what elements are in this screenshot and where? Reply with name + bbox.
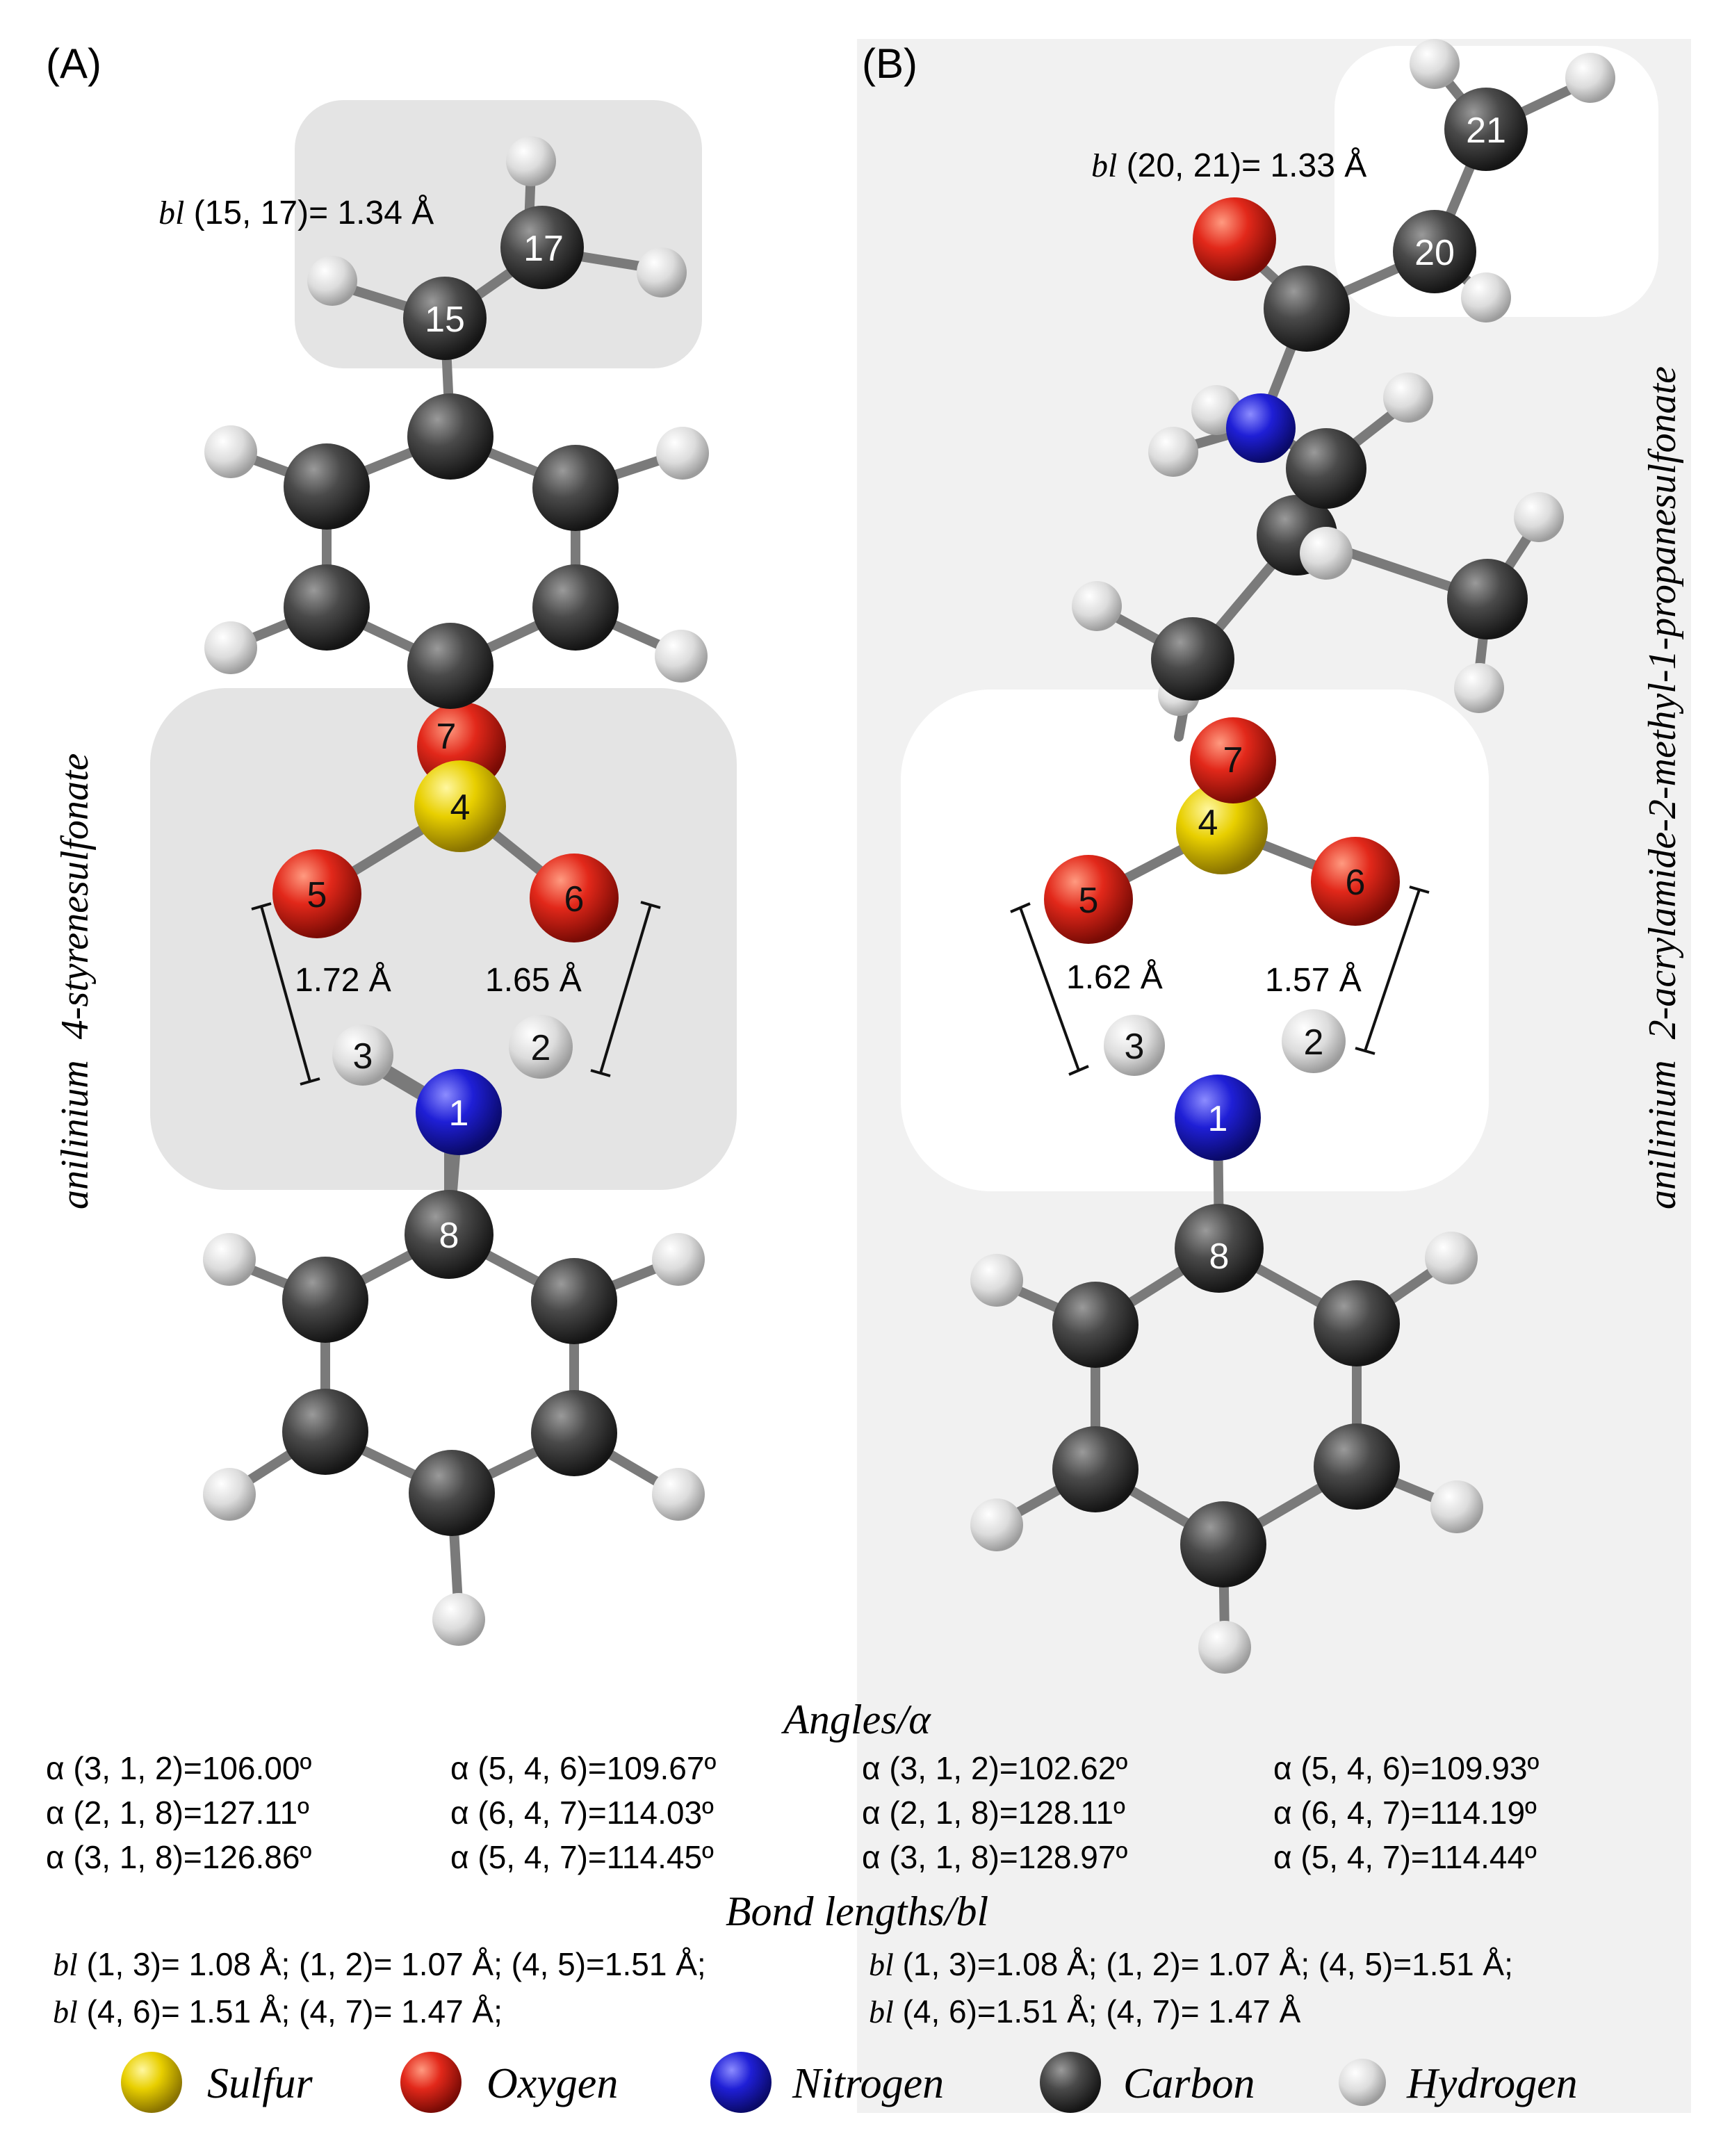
legend: Sulfur Oxygen Nitrogen Carbon Hydrogen [121, 2052, 1578, 2113]
atom-label-6-b: 6 [1346, 863, 1366, 903]
distance-label-right-b: 1.57 Å [1265, 962, 1362, 999]
legend-carbon-swatch [1040, 2052, 1101, 2113]
atom-label-5-a: 5 [307, 875, 327, 915]
angle-c3-r3: α (3, 1, 8)=128.97º [862, 1839, 1127, 1875]
carbon-8-b [1175, 1204, 1264, 1293]
oxygen-7-b [1190, 717, 1276, 803]
atom-label-7-a: 7 [436, 717, 457, 757]
distance-brackets-a [251, 901, 661, 1086]
angle-c3-r2: α (2, 1, 8)=128.11º [862, 1795, 1125, 1831]
carbon-8-a [405, 1190, 493, 1279]
angle-c2-r2: α (6, 4, 7)=114.03º [450, 1795, 714, 1831]
legend-carbon-label: Carbon [1123, 2060, 1255, 2107]
distance-label-right-a: 1.65 Å [485, 962, 582, 999]
carbon-20-b [1393, 210, 1476, 293]
legend-nitrogen-label: Nitrogen [792, 2060, 944, 2107]
angle-c3-r1: α (3, 1, 2)=102.62º [862, 1750, 1127, 1786]
angle-c4-r1: α (5, 4, 6)=109.93º [1273, 1750, 1539, 1786]
carbon-carbonyl-b [1264, 266, 1350, 352]
angle-c1-r1: α (3, 1, 2)=106.00º [46, 1750, 311, 1786]
bonds-heading: Bond lengths/bl [726, 1888, 988, 1934]
ion-pair-highlight-box-b [901, 689, 1489, 1191]
vinyl-bond-label-b: bl (20, 21)= 1.33 Å [1091, 147, 1366, 184]
legend-oxygen-label: Oxygen [487, 2060, 618, 2107]
panel-b-molecule: 20 21 7 4 5 6 3 2 1 8 1.62 Å 1.57 Å bl (… [901, 39, 1684, 1674]
atom-label-5-b: 5 [1079, 881, 1099, 921]
angle-c1-r3: α (3, 1, 8)=126.86º [46, 1839, 311, 1875]
angle-c2-r3: α (5, 4, 7)=114.45º [450, 1839, 714, 1875]
distance-brackets-b [1010, 885, 1430, 1076]
atom-label-7-b: 7 [1223, 740, 1243, 781]
sulfur-4-a [414, 760, 506, 852]
atom-label-8-a: 8 [439, 1216, 459, 1256]
oxygen-6-a [530, 854, 619, 942]
panel-a-side-title: anilinium4-styrenesulfonate [54, 753, 97, 1209]
bonds-left-line2: bl (4, 6)= 1.51 Å; (4, 7)= 1.47 Å; [53, 1993, 503, 2030]
sulfur-4-b [1176, 783, 1268, 874]
atom-label-8-b: 8 [1209, 1236, 1230, 1277]
carbon-atoms-a [282, 393, 619, 1536]
oxygen-carbonyl-b [1193, 197, 1276, 281]
carbon-methyl-1-b [1286, 428, 1366, 509]
atom-label-3-a: 3 [353, 1036, 373, 1077]
ion-pair-highlight-box-a [150, 688, 737, 1190]
carbon-15-a [403, 277, 487, 360]
carbon-para-a [407, 623, 493, 709]
atom-label-2-a: 2 [531, 1028, 551, 1068]
atom-label-17-a: 17 [523, 229, 564, 269]
panel-b-letter: (B) [862, 40, 917, 87]
distance-label-left-a: 1.72 Å [295, 962, 391, 999]
distance-label-left-b: 1.62 Å [1066, 959, 1163, 996]
hydrogen-3-b [1104, 1015, 1165, 1076]
vinyl-bond-label-a: bl (15, 17)= 1.34 Å [158, 195, 434, 231]
atom-label-1-b: 1 [1208, 1099, 1228, 1139]
oxygen-6-b [1311, 837, 1400, 926]
legend-sulfur-swatch [121, 2052, 182, 2113]
carbon-methyl-2-b [1447, 559, 1528, 639]
atom-label-1-a: 1 [449, 1093, 469, 1134]
angles-table: α (3, 1, 2)=106.00º α (2, 1, 8)=127.11º … [46, 1750, 1539, 1875]
carbon-21-b [1444, 88, 1528, 171]
angle-c2-r1: α (5, 4, 6)=109.67º [450, 1750, 716, 1786]
carbon-ring-b [1052, 1280, 1400, 1587]
panel-b-side-title: anilinium2-acrylamide-2-methyl-1-propane… [1641, 366, 1684, 1209]
atom-label-6-a: 6 [564, 879, 585, 920]
angles-heading: Angles/α [781, 1697, 931, 1742]
oxygen-5-a [272, 849, 361, 938]
bonds-right-line1: bl (1, 3)=1.08 Å; (1, 2)= 1.07 Å; (4, 5)… [869, 1946, 1513, 1982]
legend-nitrogen-swatch [710, 2052, 772, 2113]
atom-label-20-b: 20 [1414, 233, 1455, 273]
angle-c4-r2: α (6, 4, 7)=114.19º [1273, 1795, 1537, 1831]
panel-a-molecule: 15 17 7 4 5 6 3 2 1 8 1.72 Å 1.65 Å bl (… [54, 100, 737, 1646]
atom-label-2-b: 2 [1304, 1022, 1324, 1063]
nitrogen-1-a [416, 1069, 502, 1155]
atom-label-21-b: 21 [1466, 111, 1506, 151]
legend-oxygen-swatch [400, 2052, 462, 2113]
legend-hydrogen-label: Hydrogen [1406, 2060, 1578, 2107]
panel-a-letter: (A) [46, 40, 101, 87]
hydrogen-atoms-a [203, 136, 709, 1646]
oxygen-5-b [1044, 855, 1133, 944]
vinyl-highlight-box-a [295, 100, 702, 368]
carbon-17-a [500, 206, 584, 289]
bonds-table: bl (1, 3)= 1.08 Å; (1, 2)= 1.07 Å; (4, 5… [53, 1946, 1513, 2030]
nitrogen-1-b [1175, 1075, 1261, 1161]
carbon-methylene-b [1151, 617, 1234, 701]
atom-label-4-b: 4 [1198, 803, 1218, 843]
hydrogen-2-a [509, 1015, 573, 1079]
hydrogen-front-b [1300, 527, 1353, 580]
atom-label-3-b: 3 [1125, 1027, 1145, 1067]
nitrogen-amide-b [1226, 393, 1296, 463]
atom-label-15-a: 15 [425, 300, 465, 340]
legend-hydrogen-swatch [1339, 2059, 1386, 2106]
atom-label-4-a: 4 [450, 787, 471, 828]
angle-c4-r3: α (5, 4, 7)=114.44º [1273, 1839, 1537, 1875]
bonds-right-line2: bl (4, 6)=1.51 Å; (4, 7)= 1.47 Å [869, 1993, 1301, 2030]
legend-sulfur-label: Sulfur [207, 2060, 313, 2107]
hydrogen-2-b [1282, 1009, 1346, 1073]
angle-c1-r2: α (2, 1, 8)=127.11º [46, 1795, 309, 1831]
hydrogen-3-a [332, 1024, 393, 1086]
bonds-left-line1: bl (1, 3)= 1.08 Å; (1, 2)= 1.07 Å; (4, 5… [53, 1946, 706, 1982]
